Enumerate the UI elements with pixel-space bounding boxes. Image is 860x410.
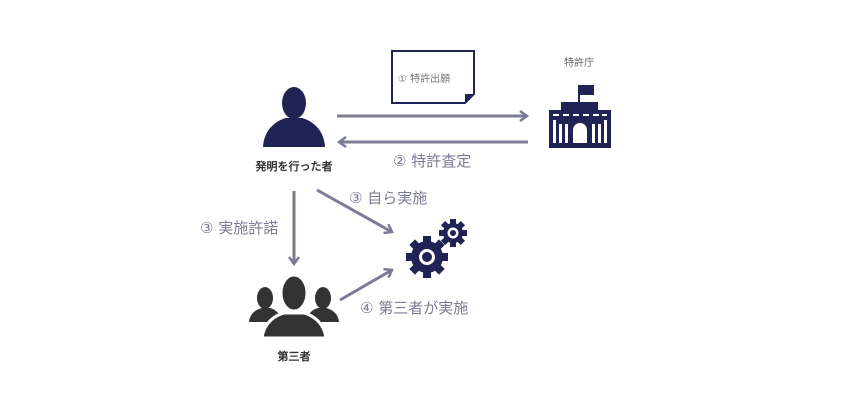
step-application-label: ① 特許出願 bbox=[397, 74, 451, 85]
document-icon bbox=[391, 50, 475, 104]
step-third-party-implement-label: ④ 第三者が実施 bbox=[360, 299, 469, 317]
step-self-implement-label: ③ 自ら実施 bbox=[349, 189, 428, 207]
arrow-third-party-implement bbox=[339, 270, 392, 302]
inventor-label: 発明を行った者 bbox=[255, 160, 333, 173]
third-party-label: 第三者 bbox=[277, 350, 311, 363]
group-icon bbox=[249, 273, 339, 340]
arrow-self-implement bbox=[316, 188, 392, 232]
person-icon bbox=[263, 87, 325, 147]
government-building-icon bbox=[549, 85, 611, 148]
patent-office-label: 特許庁 bbox=[564, 58, 594, 69]
step-license-label: ③ 実施許諾 bbox=[200, 219, 279, 237]
gears-icon bbox=[406, 219, 467, 278]
step-grant-label: ② 特許査定 bbox=[393, 152, 472, 170]
